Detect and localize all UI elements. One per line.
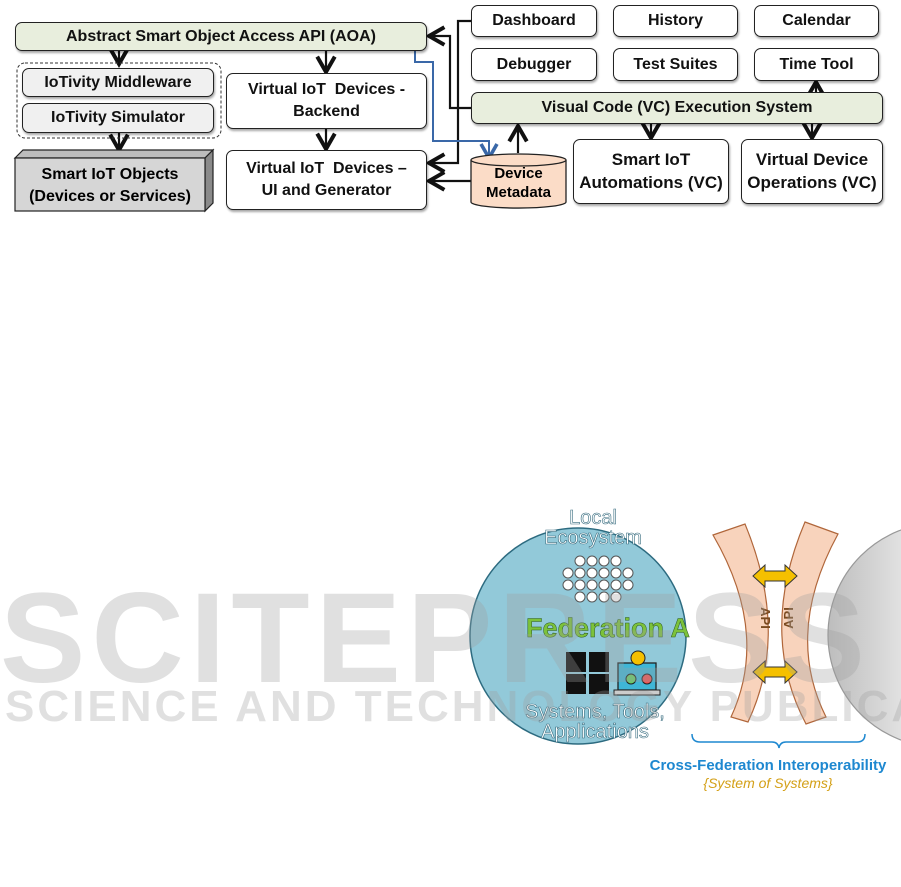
laptop-gear-icon (613, 650, 661, 696)
node-dot (562, 579, 574, 591)
aoa-box: Abstract Smart Object Access API (AOA) (15, 22, 427, 51)
node-dots-icon (562, 555, 634, 603)
local-line1: Local (569, 507, 617, 529)
vdev-backend-box: Virtual IoT Devices - Backend (226, 73, 427, 129)
node-dot (586, 591, 598, 603)
automations-line2: Automations (VC) (579, 172, 723, 192)
vdev-ui-line1: Virtual IoT Devices – (246, 160, 407, 178)
top-connectors (13, 19, 827, 213)
iotivity-middleware-box: IoTivity Middleware (22, 68, 214, 97)
node-dot (574, 579, 586, 591)
node-dot (598, 591, 610, 603)
node-dot (574, 591, 586, 603)
smart-objects-label: Smart IoT Objects (Devices or Services) (15, 164, 205, 208)
smart-objects-line1: Smart IoT Objects (41, 166, 179, 183)
double-arrow-icon-top (752, 563, 798, 589)
node-dot (598, 579, 610, 591)
calendar-box: Calendar (754, 5, 879, 37)
node-dot (586, 567, 598, 579)
api-band-right (781, 521, 839, 725)
smart-objects-line2: (Devices or Services) (29, 188, 191, 205)
test-suites-box: Test Suites (613, 48, 738, 81)
node-dot (598, 567, 610, 579)
arrow-dashboard-ui (425, 19, 471, 174)
cross-federation-label: Cross-Federation Interoperability (649, 757, 887, 774)
cross-federation-brace (691, 733, 866, 749)
systems-line1: Systems, Tools, (525, 701, 665, 723)
node-dot (610, 567, 622, 579)
dashboard-box: Dashboard (471, 5, 597, 37)
metadata-line2: Metadata (485, 184, 552, 201)
node-dot (586, 555, 598, 567)
local-ecosystem-label: Local Ecosystem (518, 507, 668, 549)
node-dot (562, 567, 574, 579)
vdo-box: Virtual Device Operations (VC) (741, 139, 883, 204)
systems-tools-label: Systems, Tools, Applications (505, 701, 685, 743)
vdev-ui-line2: UI and Generator (261, 182, 392, 199)
node-dot (598, 555, 610, 567)
node-dot (574, 555, 586, 567)
node-dot (622, 567, 634, 579)
watermark-title: SCITEPRESS (0, 567, 871, 710)
api-left-label: API (758, 607, 773, 629)
node-dot (586, 579, 598, 591)
system-of-systems-label: {System of Systems} (703, 775, 833, 791)
iotivity-group-border (16, 62, 222, 139)
device-metadata-label: Device Metadata (471, 164, 566, 202)
iotivity-simulator-box: IoTivity Simulator (22, 103, 214, 133)
watermark-subtitle: SCIENCE AND TECHNOLOGY PUBLICATIONS (5, 682, 901, 731)
smart-objects-block-shape (13, 148, 215, 213)
vdo-line1: Virtual Device (755, 149, 869, 169)
local-line2: Ecosystem (544, 527, 642, 549)
debugger-box: Debugger (471, 48, 597, 81)
arrow-aoa-metadata (414, 51, 499, 162)
time-tool-box: Time Tool (754, 48, 879, 81)
vdev-ui-box: Virtual IoT Devices – UI and Generator (226, 150, 427, 210)
systems-line2: Applications (541, 721, 649, 743)
node-dot (610, 591, 622, 603)
api-band-left (712, 523, 769, 723)
node-dot (610, 555, 622, 567)
automations-line1: Smart IoT (611, 149, 691, 169)
vc-exec-box: Visual Code (VC) Execution System (471, 92, 883, 124)
node-dot (622, 579, 634, 591)
api-right-label: API (781, 607, 796, 629)
history-box: History (613, 5, 738, 37)
vdo-line2: Operations (VC) (747, 172, 877, 192)
double-arrow-icon-bottom (752, 659, 798, 685)
metadata-line1: Device (494, 165, 543, 182)
federation-a-label: Federation A (525, 613, 691, 644)
puzzle-icon (566, 652, 609, 694)
vdev-backend-line1: Virtual IoT Devices - (247, 81, 406, 99)
automations-box: Smart IoT Automations (VC) (573, 139, 729, 204)
arrow-vc-aoa (425, 25, 471, 110)
vdev-backend-line2: Backend (293, 103, 360, 120)
node-dot (574, 567, 586, 579)
device-metadata-cylinder (470, 153, 567, 209)
other-federation-circle (827, 529, 901, 741)
node-dot (610, 579, 622, 591)
